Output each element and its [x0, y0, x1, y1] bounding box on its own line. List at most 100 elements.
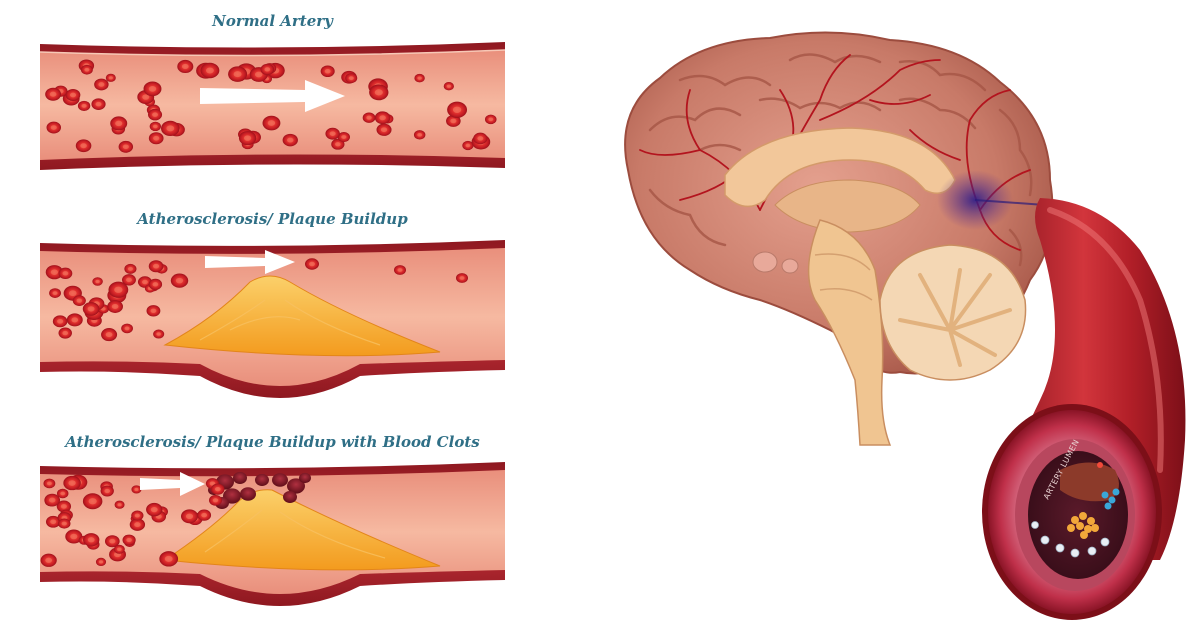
red-blood-cell-center: [205, 67, 214, 74]
red-blood-cell-center: [134, 487, 139, 492]
red-blood-cell-center: [201, 512, 208, 518]
red-blood-cells-plaque: [45, 258, 468, 342]
red-blood-cell-center: [465, 143, 471, 148]
red-blood-cell-center: [104, 488, 111, 494]
red-blood-cell-center: [134, 513, 140, 518]
red-blood-cell-center: [324, 69, 331, 74]
red-blood-cell-center: [48, 497, 56, 503]
red-blood-cell-center: [477, 136, 484, 141]
red-blood-cell-center: [50, 519, 57, 525]
artery-cross-section: ARTERY LUMEN: [982, 404, 1162, 620]
red-blood-cell-center: [45, 557, 53, 563]
blood-clot-cell: [255, 474, 269, 486]
blood-clot-cell: [283, 491, 297, 503]
brain-illustration: [624, 31, 1054, 446]
red-blood-cell-center: [105, 332, 113, 338]
red-blood-cell-center: [117, 547, 122, 552]
red-blood-cell-center: [366, 115, 372, 120]
red-blood-cells-clots: [40, 474, 225, 567]
red-blood-cell-center: [122, 144, 129, 150]
red-blood-cell-center: [212, 498, 219, 503]
red-blood-cell-center: [175, 277, 184, 284]
red-blood-cell-center: [76, 298, 83, 303]
red-blood-cell-center: [267, 120, 276, 126]
red-blood-cell-center: [127, 266, 133, 271]
red-blood-cell-center: [95, 279, 100, 284]
normal-artery-title: Normal Artery: [212, 12, 333, 30]
blood-clot-cell: [233, 472, 247, 484]
red-blood-cell-center: [68, 290, 77, 297]
red-blood-cell-center: [108, 76, 113, 80]
red-blood-cell-center: [335, 142, 341, 147]
plaque-clots-title: Atherosclerosis/ Plaque Buildup with Blo…: [65, 433, 480, 451]
red-blood-cell-center: [80, 143, 87, 149]
red-blood-cell-center: [153, 135, 160, 141]
red-blood-cell-center: [60, 491, 66, 496]
red-blood-cell-center: [287, 137, 294, 143]
red-blood-cell-center: [50, 125, 57, 130]
plaque-deposit: [163, 275, 441, 357]
red-blood-cell-center: [109, 538, 116, 544]
red-blood-cell-center: [52, 291, 58, 296]
red-blood-cell-center: [115, 120, 123, 127]
red-blood-cell-center: [417, 76, 422, 80]
red-blood-cell-center: [49, 91, 57, 97]
red-blood-cells-normal: [45, 59, 497, 153]
flow-arrow-icon: [205, 250, 295, 274]
red-blood-cell-center: [50, 269, 59, 275]
red-blood-cell-center: [348, 76, 354, 81]
red-blood-cell-center: [152, 124, 158, 129]
red-blood-cell-center: [62, 271, 69, 276]
red-blood-cell-center: [243, 135, 252, 141]
red-blood-cell-center: [459, 276, 465, 280]
red-blood-cell-center: [126, 277, 132, 283]
red-blood-cell-center: [150, 308, 157, 314]
red-blood-cell-center: [374, 89, 383, 96]
red-blood-cell-center: [95, 101, 102, 107]
red-blood-cell-center: [142, 279, 148, 285]
red-blood-cell-center: [452, 106, 462, 113]
red-blood-cell-center: [341, 135, 347, 140]
blood-clot-cell: [299, 472, 311, 484]
red-blood-cell-center: [309, 261, 315, 267]
red-blood-cell-center: [209, 481, 216, 486]
red-blood-cell-center: [152, 263, 160, 269]
blood-clots: [208, 472, 311, 509]
red-blood-cell-center: [329, 131, 336, 136]
red-blood-cell-center: [87, 306, 95, 312]
red-blood-cell-center: [117, 503, 122, 507]
red-blood-cell-center: [98, 560, 104, 564]
red-blood-cell-center: [88, 498, 97, 505]
red-blood-cell-center: [488, 117, 494, 122]
red-blood-cell-center: [166, 125, 175, 132]
red-blood-cell-center: [46, 481, 52, 486]
red-blood-cell-center: [70, 533, 78, 540]
normal-artery-vessel: [39, 42, 506, 170]
red-blood-cell-center: [156, 332, 161, 336]
flow-arrow-icon: [200, 80, 345, 112]
red-blood-cell-center: [417, 132, 423, 137]
red-blood-cell-center: [233, 71, 242, 78]
red-blood-cell-center: [60, 504, 67, 509]
blood-clot-cell: [272, 473, 288, 487]
red-blood-cell-center: [254, 71, 263, 78]
blood-clot-cell: [287, 478, 305, 494]
red-blood-cell-center: [134, 522, 141, 528]
red-blood-cell-center: [152, 112, 158, 117]
red-blood-cell-center: [380, 127, 388, 133]
red-blood-cell-center: [446, 84, 451, 88]
red-blood-cell-center: [397, 268, 403, 272]
red-blood-cell-center: [148, 86, 157, 92]
lumen-plaque: [1031, 462, 1120, 558]
red-blood-cell-center: [71, 317, 79, 323]
red-blood-cell-center: [61, 521, 67, 526]
red-blood-cell-center: [181, 63, 189, 70]
red-blood-cell-center: [62, 330, 69, 336]
red-blood-cell-center: [142, 94, 150, 100]
red-blood-cell-center: [68, 480, 76, 486]
plaque-buildup-title: Atherosclerosis/ Plaque Buildup: [137, 210, 408, 228]
red-blood-cell-center: [379, 115, 386, 121]
red-blood-cell-center: [111, 304, 119, 310]
red-blood-cell-center: [264, 67, 271, 72]
red-blood-cell-center: [124, 326, 130, 331]
